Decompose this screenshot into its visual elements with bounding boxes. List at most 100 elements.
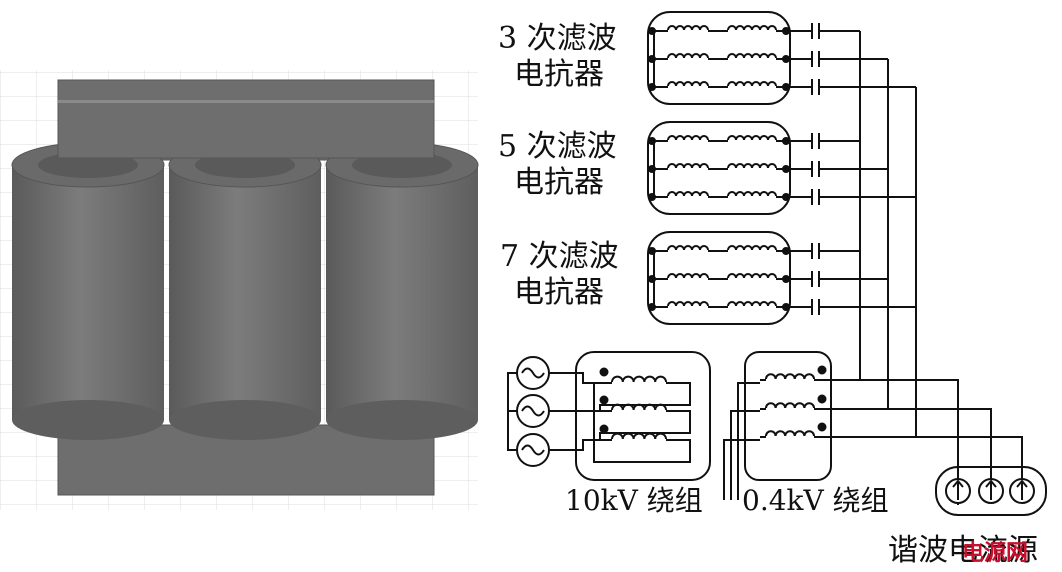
filter-reactor-7 — [647, 231, 916, 325]
winding-10kv-label: 10kV 绕组 — [565, 484, 703, 517]
terminal-dot — [648, 275, 656, 283]
filter3-label-line1: 3 次滤波 — [498, 21, 617, 56]
reactor-phase — [648, 271, 888, 287]
filter7-label-line2: 电抗器 — [514, 275, 604, 310]
terminal-dot — [817, 394, 827, 404]
ac-source-icon — [516, 394, 550, 428]
bottom-circuit — [507, 351, 1047, 516]
filter7-label-line1: 7 次滤波 — [500, 239, 619, 274]
winding-coil-icon — [765, 430, 815, 437]
winding-10kv-enclosure — [575, 351, 711, 481]
winding-04kv-enclosure — [744, 351, 832, 481]
winding-10kv-phase — [599, 367, 667, 384]
terminal-dot — [599, 367, 609, 377]
winding-coil-icon — [727, 25, 777, 31]
winding-04kv-phase — [760, 394, 827, 410]
winding-coil-icon — [667, 81, 709, 87]
terminal-dot — [648, 83, 656, 91]
terminal-dot — [782, 303, 790, 311]
winding-coil-icon — [727, 245, 777, 251]
winding-coil-icon — [667, 25, 709, 31]
terminal-dot — [648, 303, 656, 311]
capacitor-icon — [811, 79, 820, 95]
terminal-dot — [782, 55, 790, 63]
terminal-dot — [648, 55, 656, 63]
winding-coil-icon — [611, 403, 667, 411]
reactor-phase — [648, 299, 916, 315]
winding-coil-icon — [727, 273, 777, 279]
winding-coil-icon — [667, 163, 709, 169]
terminal-dot — [782, 275, 790, 283]
coil-cylinder-left — [11, 142, 165, 440]
winding-coil-icon — [611, 432, 667, 440]
capacitor-icon — [811, 133, 820, 149]
harmonic-source-label: 谐波电流源 — [888, 533, 1038, 568]
capacitor-icon — [811, 51, 820, 67]
terminal-dot — [817, 422, 827, 432]
terminal-dot — [782, 27, 790, 35]
winding-coil-icon — [727, 191, 777, 197]
winding-04kv-phase — [760, 365, 827, 381]
coil-cylinder-right — [325, 142, 479, 440]
terminal-dot — [599, 395, 609, 405]
terminal-dot — [648, 247, 656, 255]
reactor-phase — [648, 161, 888, 177]
winding-coil-icon — [667, 191, 709, 197]
current-source-icon — [945, 478, 971, 504]
winding-coil-icon — [727, 81, 777, 87]
terminal-dot — [782, 137, 790, 145]
terminal-dot — [782, 193, 790, 201]
winding-coil-icon — [667, 301, 709, 307]
filter5-label-line2: 电抗器 — [514, 165, 604, 200]
terminal-dot — [599, 424, 609, 434]
current-source-icon — [1009, 478, 1035, 504]
winding-coil-icon — [667, 273, 709, 279]
current-source-icon — [978, 478, 1004, 504]
capacitor-icon — [811, 271, 820, 287]
winding-coil-icon — [727, 135, 777, 141]
reactor-phase — [648, 79, 916, 95]
terminal-dot — [782, 165, 790, 173]
winding-10kv-coils — [599, 367, 667, 441]
filter5-label-line1: 5 次滤波 — [498, 129, 617, 164]
filter-reactor-groups — [647, 11, 917, 437]
winding-coil-icon — [727, 163, 777, 169]
winding-coil-icon — [611, 375, 667, 383]
terminal-dot — [648, 193, 656, 201]
winding-10kv-phase — [599, 395, 667, 412]
filter-reactor-5 — [647, 121, 916, 215]
top-yoke-front — [57, 79, 435, 159]
winding-coil-icon — [727, 301, 777, 307]
terminal-dot — [648, 137, 656, 145]
terminal-dot — [782, 247, 790, 255]
winding-coil-icon — [765, 402, 815, 409]
reactor-phase — [648, 133, 860, 149]
reactor-phase — [648, 189, 916, 205]
terminal-dot — [648, 165, 656, 173]
transformer-3d-model — [0, 70, 479, 510]
reactor-phase — [648, 243, 860, 259]
ac-source-icon — [516, 356, 550, 390]
winding-04kv-phase — [760, 422, 827, 438]
winding-coil-icon — [667, 135, 709, 141]
winding-04kv-coils — [760, 365, 827, 438]
winding-coil-icon — [667, 245, 709, 251]
capacitor-icon — [811, 299, 820, 315]
filter3-label-line2: 电抗器 — [514, 57, 604, 92]
terminal-dot — [817, 365, 827, 375]
terminal-dot — [648, 27, 656, 35]
winding-coil-icon — [667, 53, 709, 59]
winding-coil-icon — [765, 373, 815, 380]
capacitor-icon — [811, 161, 820, 177]
winding-04kv-label: 0.4kV 绕组 — [742, 484, 889, 517]
reactor-phase — [648, 51, 888, 67]
filter-reactor-3 — [647, 11, 916, 105]
winding-coil-icon — [727, 53, 777, 59]
winding-10kv-phase — [599, 424, 667, 441]
watermark-logo: 电源网 — [962, 541, 1028, 566]
coil-cylinder-middle — [168, 142, 322, 440]
capacitor-icon — [811, 243, 820, 259]
capacitor-icon — [811, 189, 820, 205]
ac-source-icon — [516, 433, 550, 467]
